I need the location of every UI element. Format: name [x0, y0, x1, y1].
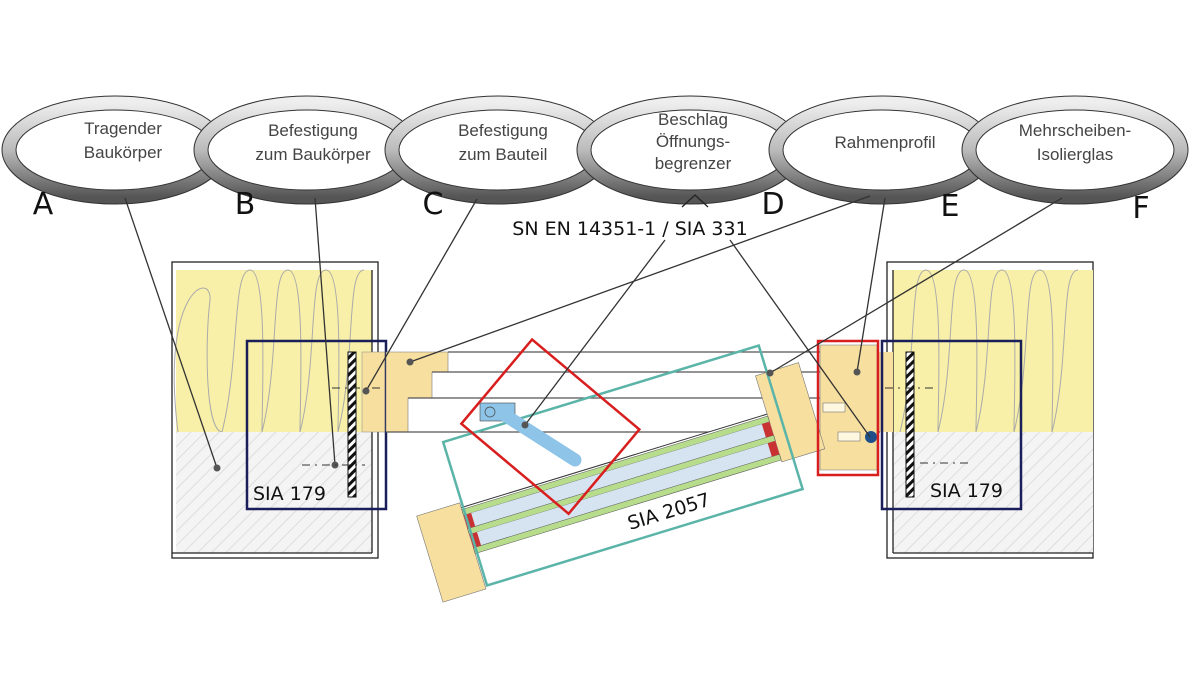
- letter-e: E: [941, 189, 960, 224]
- limiter-red-box: [459, 337, 642, 516]
- sia-179-right-box: [880, 339, 1023, 511]
- sia-179-left-label: SIA 179: [253, 483, 326, 505]
- ring-f: [961, 95, 1189, 205]
- ring-d-label-1: Beschlag: [658, 110, 728, 129]
- ring-f-label-2: Isolierglas: [1037, 145, 1114, 164]
- norm-sn-en-label: SN EN 14351-1 / SIA 331: [512, 218, 747, 240]
- left-wall: [171, 261, 387, 559]
- open-sash: [416, 362, 826, 603]
- ring-c-label-1: Befestigung: [458, 121, 548, 140]
- right-wall: [877, 261, 1094, 559]
- chain-rings: [1, 95, 1189, 205]
- letter-d: D: [761, 187, 784, 222]
- ring-b-label-1: Befestigung: [268, 121, 358, 140]
- right-anchor-strip: [905, 351, 915, 498]
- ring-f-label-1: Mehrscheiben-: [1019, 121, 1131, 140]
- left-anchor-strip: [347, 351, 357, 498]
- leader-lines: [124, 195, 1063, 472]
- letter-c: C: [423, 187, 444, 222]
- ring-d-label-3: begrenzer: [655, 154, 732, 173]
- letter-f: F: [1132, 191, 1149, 226]
- norm-bracket: [681, 194, 709, 208]
- letter-a: A: [33, 187, 54, 222]
- letter-b: B: [235, 187, 256, 222]
- ring-a-label-1: Tragender: [84, 119, 162, 138]
- frame-red-box: [816, 339, 880, 477]
- ring-e-label-1: Rahmenprofil: [834, 133, 935, 152]
- ring-a-label-2: Baukörper: [84, 143, 163, 162]
- ring-b-label-2: zum Baukörper: [255, 145, 371, 164]
- opening-limiter: [479, 402, 582, 467]
- sia-179-right-label: SIA 179: [930, 480, 1003, 502]
- sia-2057-box: [441, 343, 805, 588]
- ring-d-label-2: Öffnungs-: [656, 132, 730, 151]
- ring-c-label-2: zum Bauteil: [459, 145, 548, 164]
